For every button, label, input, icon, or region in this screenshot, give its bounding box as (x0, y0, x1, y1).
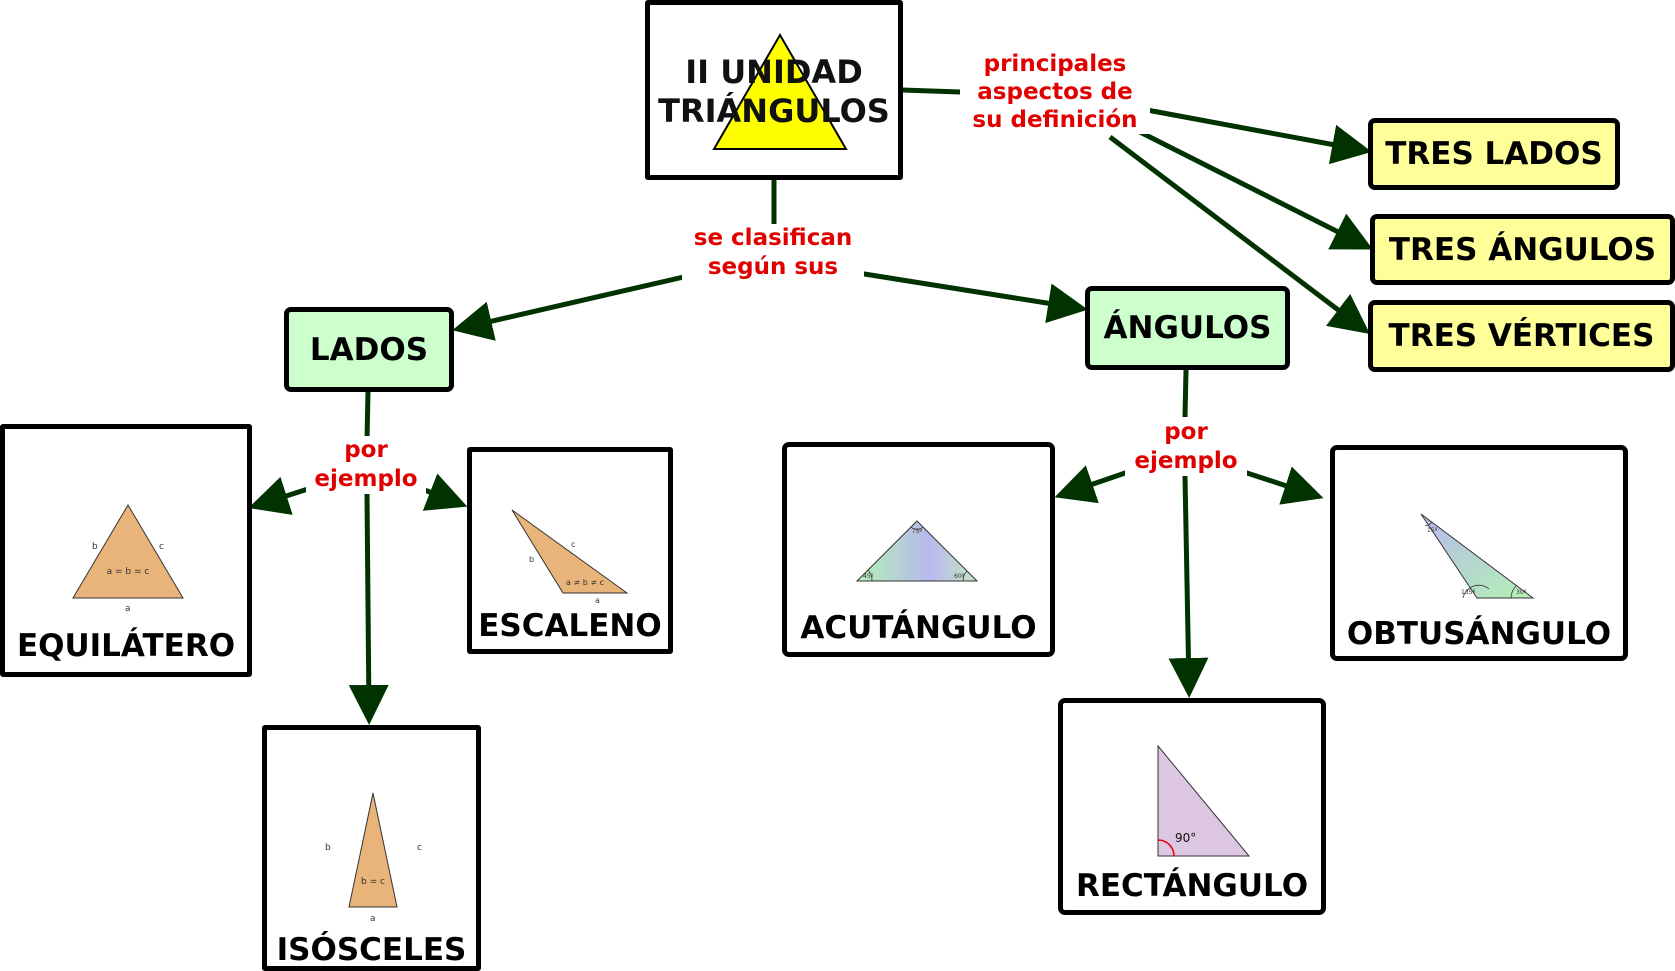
root-title: II UNIDAD TRIÁNGULOS (650, 53, 898, 131)
example-isosceles[interactable]: b c b = c a ISÓSCELES (262, 725, 481, 971)
root-triangle-icon (712, 33, 848, 150)
edge-lados-to-ejemplo (364, 391, 371, 441)
isosceles-formula: b = c (361, 877, 385, 887)
isosceles-triangle-figure: b c b = c a (325, 792, 422, 924)
arrow-to-rectangulo (1168, 475, 1209, 698)
arrow-to-tres-angulos (1138, 129, 1373, 250)
category-lados-label: LADOS (309, 331, 429, 368)
example-rectangulo-label: RECTÁNGULO (1075, 868, 1309, 904)
link-clasifican-line2: según sus (707, 254, 839, 280)
acute-triangle-figure: 75º 45º 60º (855, 520, 979, 582)
escaleno-formula: a ≠ b ≠ c (566, 578, 604, 587)
example-obtusangulo-label: OBTUSÁNGULO (1346, 616, 1612, 652)
link-label-definicion: principales aspectos de su definición (960, 50, 1150, 134)
aspect-tres-vertices-label: TRES VÉRTICES (1388, 318, 1655, 354)
arrow-to-tres-vertices (1108, 135, 1370, 335)
link-clasifican-line1: se clasifican (693, 225, 853, 251)
arrow-to-lados (452, 273, 689, 341)
root-title-line1: II UNIDAD (685, 53, 863, 91)
right-triangle-figure: 90° (1157, 744, 1251, 857)
arrow-to-obtusangulo (1243, 466, 1324, 505)
isosceles-side-c: c (417, 843, 422, 853)
example-equilatero[interactable]: b c a = b = c a EQUILÁTERO (0, 424, 252, 677)
aspect-tres-lados[interactable]: TRES LADOS (1368, 118, 1620, 190)
escaleno-side-a: a (595, 596, 600, 605)
escaleno-side-b: b (529, 555, 534, 564)
link-ejemplo-lados-line1: por (344, 437, 388, 463)
example-rectangulo[interactable]: 90° RECTÁNGULO (1058, 698, 1326, 915)
acutangulo-angle-right: 60º (954, 573, 965, 580)
example-escaleno-label: ESCALENO (478, 608, 662, 644)
edge-root-to-definition (901, 87, 961, 95)
category-angulos[interactable]: ÁNGULOS (1085, 286, 1290, 370)
isosceles-side-b: b (325, 843, 331, 853)
escaleno-side-c: c (571, 540, 575, 549)
equilateral-triangle-figure: b c a = b = c a (72, 504, 184, 614)
equilatero-side-c: c (159, 542, 164, 552)
category-lados[interactable]: LADOS (284, 307, 454, 392)
link-label-clasifican: se clasifican según sus (682, 224, 864, 282)
link-ejemplo-angulos-line1: por (1164, 419, 1208, 445)
example-escaleno[interactable]: c b a ≠ b ≠ c a ESCALENO (467, 447, 673, 654)
arrow-to-acutangulo (1054, 465, 1129, 504)
acutangulo-angle-top: 75º (912, 528, 923, 535)
scalene-triangle-figure: c b a ≠ b ≠ c a (511, 509, 629, 605)
isosceles-side-a: a (370, 914, 376, 924)
example-isosceles-label: ISÓSCELES (276, 932, 467, 968)
obtuse-triangle-figure: 15º 135º 30º (1420, 513, 1535, 599)
link-definicion-line3: su definición (972, 107, 1138, 133)
aspect-tres-vertices[interactable]: TRES VÉRTICES (1368, 300, 1675, 372)
aspect-tres-angulos[interactable]: TRES ÁNGULOS (1370, 214, 1675, 285)
equilatero-formula: a = b = c (107, 567, 150, 577)
link-definicion-line2: aspectos de (977, 79, 1133, 105)
edge-angulos-to-ejemplo (1182, 369, 1189, 418)
root-title-line2: TRIÁNGULOS (658, 92, 890, 130)
example-acutangulo-label: ACUTÁNGULO (800, 610, 1037, 646)
aspect-tres-lados-label: TRES LADOS (1385, 136, 1603, 172)
aspect-tres-angulos-label: TRES ÁNGULOS (1388, 231, 1657, 268)
arrow-to-equilatero (248, 476, 309, 515)
link-ejemplo-lados-line2: ejemplo (314, 466, 418, 492)
arrow-to-tres-lados (1146, 107, 1372, 165)
obtusangulo-angle-mid: 135º (1461, 589, 1475, 596)
category-angulos-label: ÁNGULOS (1103, 310, 1272, 346)
arrow-to-escaleno (421, 473, 468, 511)
equilatero-side-a: a (125, 604, 131, 614)
equilatero-side-b: b (92, 542, 98, 552)
link-label-ejemplo-angulos: por ejemplo (1125, 418, 1247, 476)
example-obtusangulo[interactable]: 15º 135º 30º OBTUSÁNGULO (1330, 445, 1628, 661)
link-ejemplo-angulos-line2: ejemplo (1134, 448, 1238, 474)
obtusangulo-angle-right: 30º (1516, 589, 1527, 596)
root-node[interactable]: II UNIDAD TRIÁNGULOS (645, 0, 903, 180)
arrow-to-angulos (857, 270, 1088, 324)
example-equilatero-label: EQUILÁTERO (16, 628, 236, 664)
rectangulo-angle: 90° (1175, 831, 1196, 845)
arrow-to-isosceles (348, 493, 389, 725)
link-label-ejemplo-lados: por ejemplo (306, 436, 426, 494)
example-acutangulo[interactable]: 75º 45º 60º ACUTÁNGULO (782, 442, 1055, 657)
acutangulo-angle-left: 45º (863, 573, 874, 580)
obtusangulo-angle-top: 15º (1427, 527, 1438, 534)
link-definicion-line1: principales (983, 51, 1127, 77)
